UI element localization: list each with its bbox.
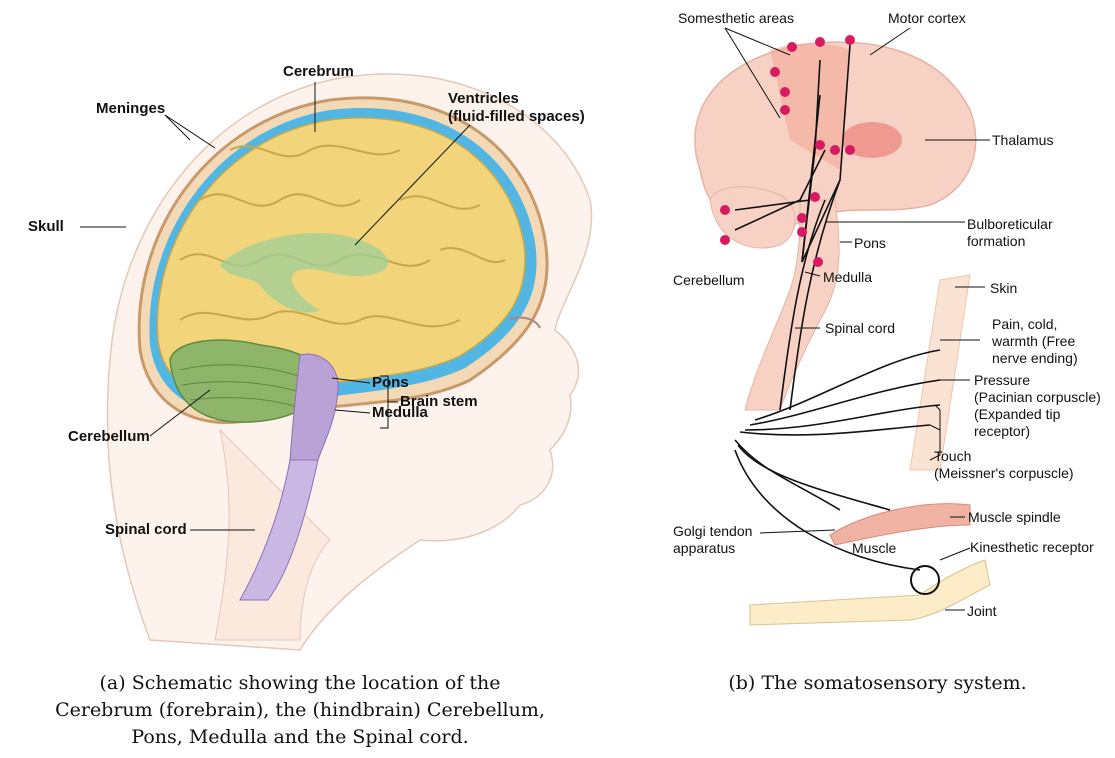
label-bulboreticular: Bulboreticular formation xyxy=(967,216,1053,250)
label-touch: Touch (Meissner's corpuscle) xyxy=(934,448,1074,482)
label-ventricles: Ventricles (fluid-filled spaces) xyxy=(448,90,585,126)
panel-b-somatosensory: Somesthetic areas Motor cortex Thalamus … xyxy=(640,0,1115,758)
label-muscle-spindle: Muscle spindle xyxy=(968,509,1061,526)
panel-a-head-diagram: Cerebrum Meninges Ventricles (fluid-fill… xyxy=(0,0,600,758)
label-skull: Skull xyxy=(28,218,64,235)
kinesthetic-receptor-shape xyxy=(911,566,939,594)
arm-shape xyxy=(750,560,990,625)
caption-a: (a) Schematic showing the location of th… xyxy=(0,670,600,751)
label-motor-cortex: Motor cortex xyxy=(888,10,966,27)
label-cerebellum-b: Cerebellum xyxy=(673,272,745,289)
label-muscle: Muscle xyxy=(852,540,896,557)
label-pons-b: Pons xyxy=(854,235,886,252)
label-spinal-cord: Spinal cord xyxy=(105,521,187,538)
label-golgi: Golgi tendon apparatus xyxy=(673,523,752,557)
label-brain-stem: Brain stem xyxy=(400,393,478,410)
label-pressure: Pressure (Pacinian corpuscle) (Expanded … xyxy=(974,372,1101,440)
label-cerebrum: Cerebrum xyxy=(283,63,354,80)
label-pain: Pain, cold, warmth (Free nerve ending) xyxy=(992,316,1078,367)
caption-b: (b) The somatosensory system. xyxy=(640,670,1115,697)
label-medulla-b: Medulla xyxy=(823,269,872,286)
label-spinal-cord-b: Spinal cord xyxy=(825,320,895,337)
muscle-shape xyxy=(830,504,970,545)
label-pons: Pons xyxy=(372,374,409,391)
label-joint: Joint xyxy=(967,603,997,620)
label-kinesthetic: Kinesthetic receptor xyxy=(970,539,1094,556)
label-meninges: Meninges xyxy=(96,100,165,117)
label-thalamus: Thalamus xyxy=(992,132,1053,149)
label-skin: Skin xyxy=(990,280,1017,297)
label-somesthetic: Somesthetic areas xyxy=(678,10,794,27)
label-cerebellum: Cerebellum xyxy=(68,428,150,445)
